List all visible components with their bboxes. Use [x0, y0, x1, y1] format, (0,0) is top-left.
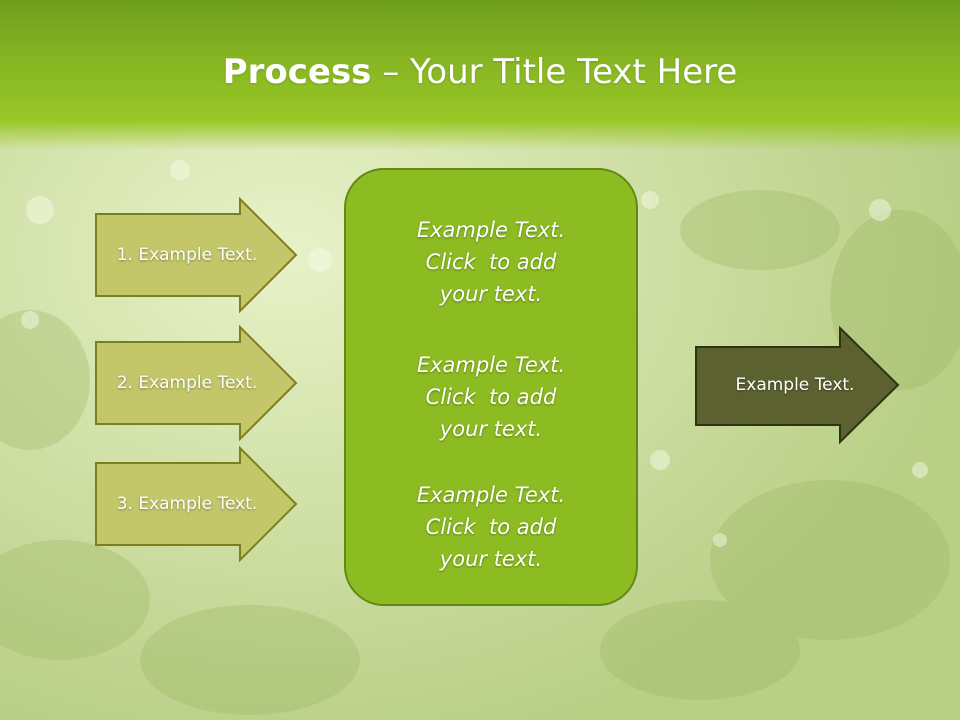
paragraph-line: Click to add	[425, 250, 557, 274]
input-arrow-label: 1. Example Text.	[116, 245, 258, 265]
slide-title[interactable]: Process – Your Title Text Here	[0, 52, 960, 92]
title-regular-part: – Your Title Text Here	[371, 52, 738, 92]
arrow-shape-icon	[695, 325, 900, 445]
arrow-shape-icon	[95, 196, 298, 314]
input-arrow-label: 2. Example Text.	[116, 373, 258, 393]
paragraph-line: your text.	[439, 547, 543, 571]
input-arrow-2[interactable]: 2. Example Text.	[95, 324, 298, 442]
paragraph-line: your text.	[439, 282, 543, 306]
paragraph-line: Click to add	[425, 385, 557, 409]
output-arrow-label: Example Text.	[735, 375, 855, 395]
paragraph-line: Example Text.	[416, 483, 566, 507]
center-paragraph-1: Example Text. Click to add your text.	[346, 214, 636, 310]
paragraph-line: Click to add	[425, 515, 557, 539]
center-paragraph-3: Example Text. Click to add your text.	[346, 479, 636, 575]
arrow-shape-icon	[95, 324, 298, 442]
output-arrow[interactable]: Example Text.	[695, 325, 900, 445]
input-arrow-3[interactable]: 3. Example Text.	[95, 445, 298, 563]
paragraph-line: Example Text.	[416, 353, 566, 377]
input-arrow-1[interactable]: 1. Example Text.	[95, 196, 298, 314]
input-arrow-label: 3. Example Text.	[116, 494, 258, 514]
arrow-shape-icon	[95, 445, 298, 563]
title-bold-part: Process	[222, 52, 372, 92]
paragraph-line: your text.	[439, 417, 543, 441]
paragraph-line: Example Text.	[416, 218, 566, 242]
center-content-box[interactable]: Example Text. Click to add your text. Ex…	[344, 168, 638, 606]
title-bar	[0, 0, 960, 150]
center-paragraph-2: Example Text. Click to add your text.	[346, 349, 636, 445]
